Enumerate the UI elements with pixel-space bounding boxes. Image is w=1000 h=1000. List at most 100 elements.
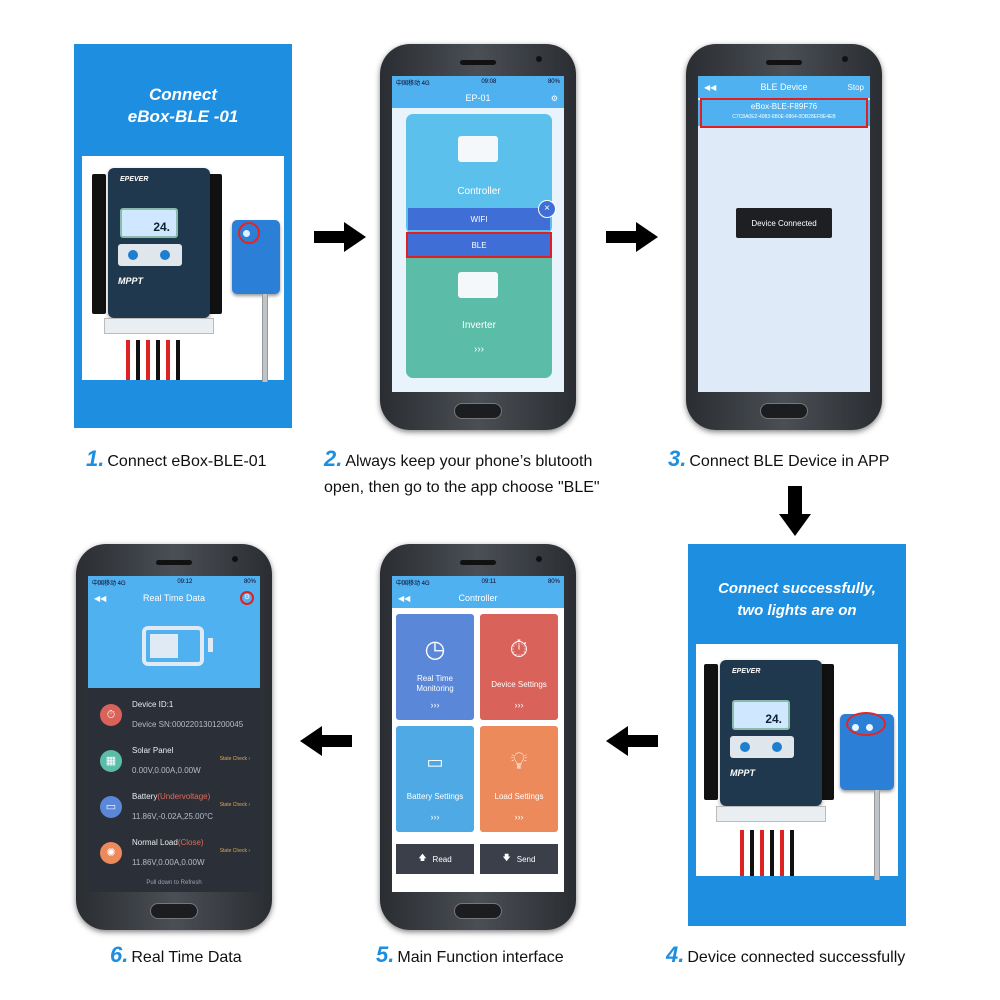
screen-title: BLE Device — [760, 82, 808, 92]
camera — [232, 556, 238, 562]
home-button[interactable] — [150, 903, 198, 919]
header-band — [82, 52, 284, 156]
refresh-icon[interactable]: ⚙ — [240, 591, 254, 605]
wire — [156, 340, 160, 380]
app-header: ◀◀ Controller — [392, 588, 564, 608]
battery-small-icon: ▭ — [100, 796, 122, 818]
network-cable — [874, 790, 880, 880]
solar-controller: EPEVER 24. MPPT — [716, 660, 826, 822]
menu-item-wifi[interactable]: WIFI — [408, 208, 550, 230]
tile-battery-settings[interactable]: ▭ Battery Settings ››› — [396, 726, 474, 832]
controller-icon — [458, 136, 498, 162]
battery-icon: ▭ — [426, 752, 444, 772]
terminal-block — [716, 806, 826, 822]
tile-load-settings[interactable]: 💡︎ Load Settings ››› — [480, 726, 558, 832]
lightbulb-icon: ✺ — [100, 842, 122, 864]
pull-refresh-hint: Pull down to Refresh — [146, 880, 202, 886]
panel-headline: Connect successfully, two lights are on — [718, 580, 876, 619]
app-header: ◀◀ BLE Device Stop — [698, 76, 870, 98]
read-button[interactable]: 🡅Read — [396, 844, 474, 874]
inverter-tile[interactable]: Inverter ››› — [406, 248, 552, 378]
device-highlight-box — [700, 98, 868, 128]
phone-step3: ◀◀ BLE Device Stop eBox-BLE-F89F76 C7C8A… — [686, 44, 882, 430]
arrow-up-icon: 🡅 — [418, 853, 427, 862]
speaker — [766, 60, 802, 65]
settings-icon[interactable]: ⚙ — [550, 93, 558, 103]
lcd-display: 24. — [120, 208, 178, 238]
footer-band — [696, 876, 898, 918]
wire — [760, 830, 764, 876]
app-header: ◀◀ Real Time Data ⚙ — [88, 588, 260, 608]
highlight-ring — [846, 712, 886, 736]
home-button[interactable] — [760, 403, 808, 419]
arrow-right-icon — [314, 222, 366, 252]
stopwatch-icon: ⏱ — [100, 704, 122, 726]
mounting-bracket — [820, 664, 834, 800]
arrow-left-icon — [300, 726, 352, 756]
wire — [166, 340, 170, 380]
tile-real-time-monitoring[interactable]: ◷ Real Time Monitoring ››› — [396, 614, 474, 720]
connected-toast: Device Connected — [736, 208, 832, 238]
back-icon[interactable]: ◀◀ — [704, 82, 717, 92]
ble-highlight-box — [406, 232, 552, 258]
camera — [842, 56, 848, 62]
wire — [750, 830, 754, 876]
battery-graphic-area — [88, 608, 260, 688]
header-band — [696, 552, 898, 644]
home-button[interactable] — [454, 403, 502, 419]
step1-panel: Connect eBox-BLE -01 EPEVER 24. MPPT — [74, 44, 292, 428]
camera — [536, 56, 542, 62]
highlight-ring — [238, 222, 260, 244]
load-row[interactable]: ✺ Normal Load(Close) 11.86V,0.00A,0.00W … — [96, 834, 254, 878]
step5-caption: 5.Main Function interface — [376, 942, 564, 967]
wire — [146, 340, 150, 380]
panel-headline: Connect eBox-BLE -01 — [127, 85, 239, 126]
controller-buttons — [730, 736, 794, 758]
model-label: MPPT — [118, 276, 144, 286]
menu-item-ble[interactable]: BLE — [408, 234, 550, 256]
footer-band — [82, 380, 284, 420]
device-info-row: ⏱ Device ID:1 Device SN:0002201301200045 — [96, 696, 254, 740]
terminal-block — [104, 318, 214, 334]
step2-caption: 2.Always keep your phone’s blutooth open… — [324, 446, 600, 496]
close-icon[interactable]: × — [538, 200, 556, 218]
wire — [740, 830, 744, 876]
screen-title: Real Time Data — [142, 593, 206, 603]
back-icon[interactable]: ◀◀ — [398, 593, 411, 603]
arrow-down-icon — [779, 486, 811, 536]
lcd-display: 24. — [732, 700, 790, 730]
mounting-bracket — [92, 174, 106, 314]
brand-logo: EPEVER — [732, 668, 761, 675]
step4-panel: Connect successfully, two lights are on … — [688, 544, 906, 926]
ble-device-row[interactable]: eBox-BLE-F89F76 C7C8A0E2-4083-6B0E-0864-… — [698, 100, 870, 126]
solar-panel-row[interactable]: ▦ Solar Panel 0.00V,0.00A,0.00W State Ch… — [96, 742, 254, 786]
battery-row[interactable]: ▭ Battery(Undervoltage) 11.86V,-0.02A,25… — [96, 788, 254, 832]
arrow-left-icon — [606, 726, 658, 756]
wire — [790, 830, 794, 876]
inverter-icon — [458, 272, 498, 298]
network-cable — [262, 294, 268, 382]
arrow-right-icon — [606, 222, 658, 252]
tile-device-settings[interactable]: ⏱ Device Settings ››› — [480, 614, 558, 720]
wire — [126, 340, 130, 380]
home-button[interactable] — [454, 903, 502, 919]
speaker — [460, 60, 496, 65]
back-icon[interactable]: ◀◀ — [94, 593, 107, 603]
stop-button[interactable]: Stop — [847, 82, 864, 92]
lightbulb-icon: 💡︎ — [510, 748, 528, 775]
step1-caption: 1.Connect eBox-BLE-01 — [86, 446, 267, 471]
model-label: MPPT — [730, 768, 756, 778]
solar-controller: EPEVER 24. MPPT — [104, 168, 214, 334]
camera — [536, 556, 542, 562]
mounting-bracket — [208, 174, 222, 314]
clock-icon: ◷ — [424, 636, 446, 663]
mounting-bracket — [704, 664, 718, 800]
wire — [136, 340, 140, 380]
send-button[interactable]: 🡇Send — [480, 844, 558, 874]
app-header: EP-01 ⚙ — [392, 88, 564, 108]
